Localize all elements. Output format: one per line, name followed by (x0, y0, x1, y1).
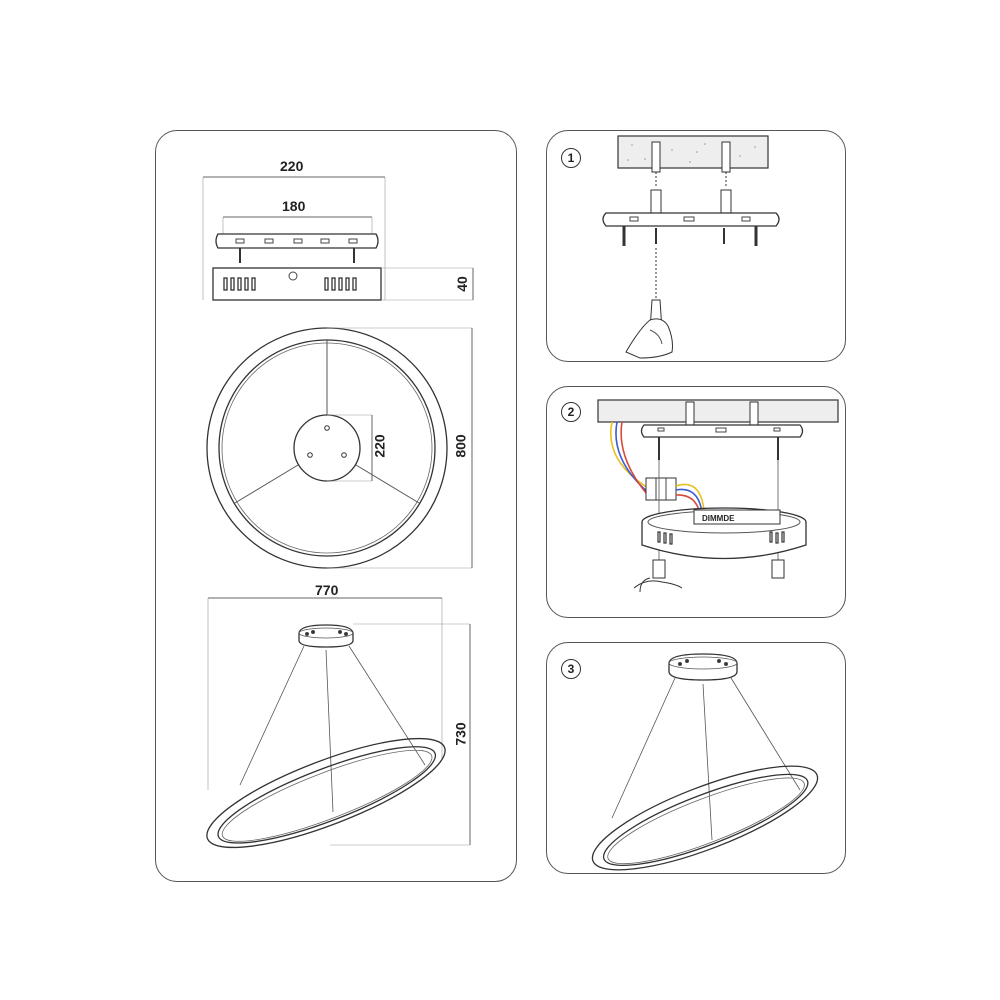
ring-top-view (206, 327, 473, 569)
step-2-badge: 2 (561, 402, 581, 422)
step-1-panel (546, 130, 846, 362)
step-3-panel (546, 642, 846, 874)
plate-hole-spacing-label: 180 (282, 198, 306, 214)
step-1-badge: 1 (561, 148, 581, 168)
step-3-badge: 3 (561, 659, 581, 679)
fixture-width-label: 770 (315, 582, 339, 598)
ring-diameter-label: 800 (452, 434, 469, 458)
step-1-illustration (602, 135, 780, 359)
step-3-illustration (591, 653, 819, 871)
mounting-plate-side-view (202, 176, 474, 301)
step-2-illustration: DIMMDE (597, 399, 839, 593)
plate-total-width-label: 220 (280, 158, 304, 174)
dimensions-panel (155, 130, 517, 882)
canopy-height-label: 40 (453, 276, 470, 292)
fixture-height-label: 730 (452, 722, 469, 746)
driver-label: DIMMDE (702, 514, 735, 523)
canopy-diameter-label: 220 (371, 434, 388, 458)
pendant-side-view (206, 597, 471, 849)
